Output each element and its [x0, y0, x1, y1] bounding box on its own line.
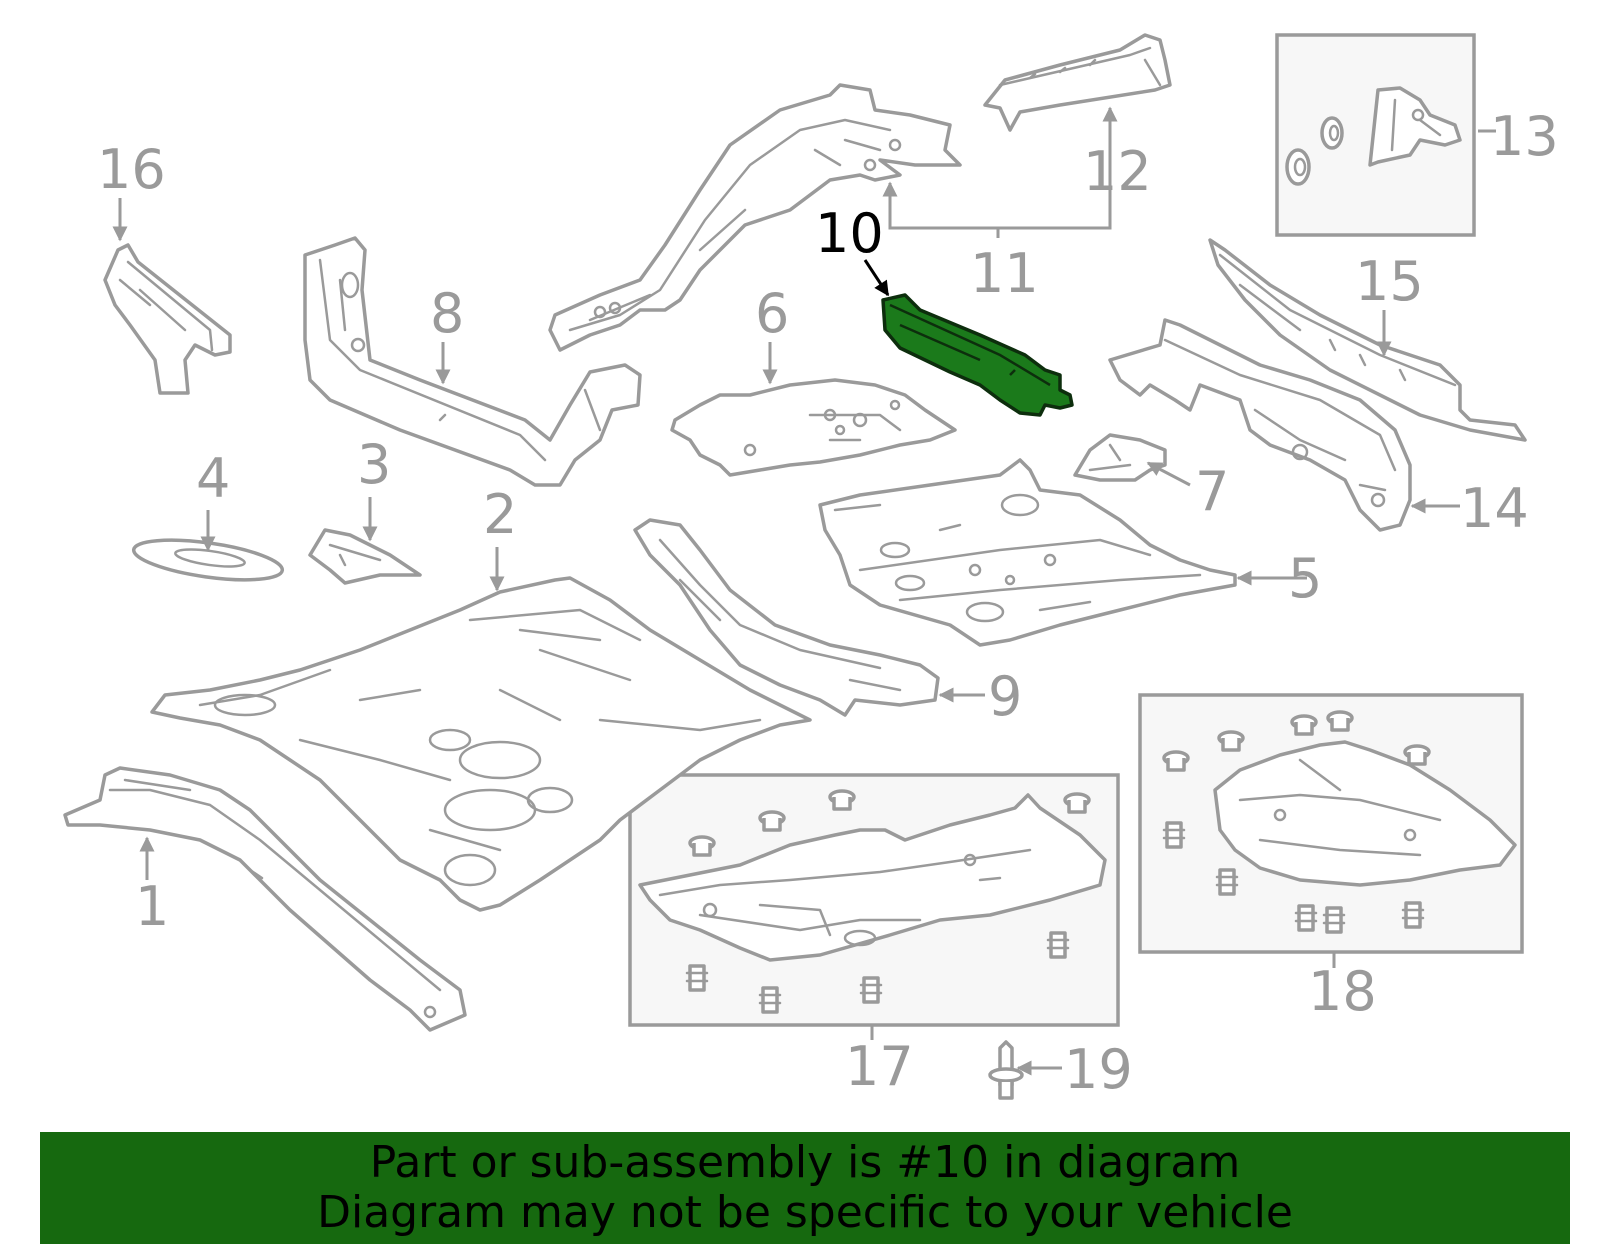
- part-3-bracket: [308, 528, 422, 585]
- callout-15: 15: [1355, 250, 1424, 313]
- part-14-side-member: [1108, 318, 1412, 532]
- part-11-wheelhouse: [548, 83, 962, 352]
- info-banner: Part or sub-assembly is #10 in diagram D…: [40, 1132, 1570, 1244]
- parts-diagram: 16 8 6 10 11 12 13 15 14 7 5 4 3 2 9 1 1…: [63, 33, 1559, 1101]
- part-19-clip: [988, 1040, 1024, 1100]
- part-12-panel: [983, 33, 1172, 132]
- callout-2: 2: [483, 483, 517, 546]
- part-7-bracket: [1073, 433, 1167, 482]
- callout-10: 10: [815, 202, 884, 265]
- banner-line-1: Part or sub-assembly is #10 in diagram: [369, 1137, 1241, 1188]
- leader-lines: [112, 106, 1496, 1076]
- callout-12: 12: [1083, 140, 1152, 203]
- callout-13: 13: [1490, 105, 1559, 168]
- callout-17: 17: [845, 1035, 914, 1098]
- callout-4: 4: [196, 447, 230, 510]
- part-17-fasteners: [685, 789, 1091, 1014]
- part-10-highlighted-brace: [881, 293, 1074, 417]
- callout-5: 5: [1288, 547, 1322, 610]
- banner-line-2: Diagram may not be specific to your vehi…: [317, 1187, 1293, 1238]
- callout-1: 1: [135, 875, 169, 938]
- part-1-side-rail: [63, 766, 467, 1032]
- callout-18: 18: [1308, 960, 1377, 1023]
- part-5-floor-pan: [818, 458, 1237, 647]
- callout-8: 8: [430, 282, 464, 345]
- part-9-crossmember: [633, 518, 940, 717]
- callout-6: 6: [755, 282, 789, 345]
- callout-9: 9: [988, 665, 1022, 728]
- part-13-bracket-set: [1285, 86, 1462, 186]
- part-17-undercover: [638, 793, 1107, 962]
- part-15-crossmember: [1208, 238, 1527, 442]
- callout-16: 16: [97, 138, 166, 201]
- part-6-floor-panel: [670, 378, 957, 477]
- callout-14: 14: [1460, 477, 1529, 540]
- callout-11: 11: [970, 242, 1039, 305]
- part-18-undercover: [1213, 740, 1517, 887]
- part-18-fasteners: [1162, 710, 1431, 934]
- part-8-rail: [303, 236, 642, 487]
- callout-3: 3: [357, 433, 391, 496]
- part-2-rear-floor: [150, 576, 812, 912]
- callout-19: 19: [1064, 1038, 1133, 1101]
- callout-7: 7: [1195, 460, 1229, 523]
- callout-labels: 16 8 6 10 11 12 13 15 14 7 5 4 3 2 9 1 1…: [97, 105, 1559, 1101]
- part-16-bracket: [103, 243, 232, 395]
